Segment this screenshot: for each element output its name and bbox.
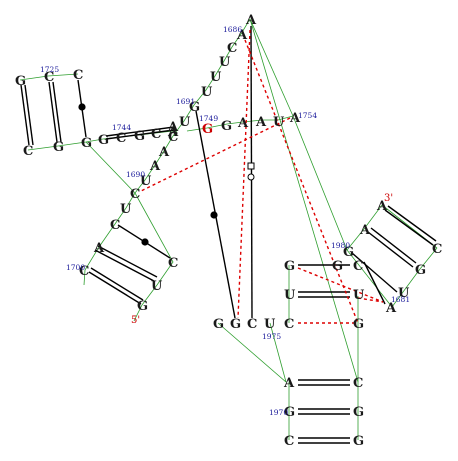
nucleotide: C <box>168 256 178 271</box>
residue-number: 1700 <box>66 263 85 272</box>
residue-number: 1725 <box>40 65 59 74</box>
nucleotide: G <box>415 263 426 278</box>
wobble-dot-icon <box>141 238 149 246</box>
wobble-dot-icon <box>210 211 218 219</box>
pair-markers <box>78 103 255 246</box>
nucleotide: U <box>120 202 132 217</box>
nucleotide: G <box>98 133 109 148</box>
strand-ends: 3' 5' <box>131 193 393 326</box>
nucleotide: C <box>130 187 140 202</box>
nucleotide: A <box>255 115 267 130</box>
residue-number: 1690 <box>126 170 145 179</box>
residue-number: 1975 <box>262 332 281 341</box>
nucleotide: U <box>179 115 191 130</box>
nucleotide: U <box>264 317 276 332</box>
residue-numbers: 1686 1691 1749 1754 1725 1744 1690 1700 … <box>40 25 410 417</box>
nucleotide: U <box>140 174 152 189</box>
nucleotide: A <box>93 241 105 256</box>
residue-number: 1681 <box>391 295 410 304</box>
nucleotide: A <box>236 28 248 43</box>
nucleotide: A <box>283 376 295 391</box>
nucleotide: C <box>353 259 363 274</box>
nucleotide: A <box>385 301 397 316</box>
nucleotide: C <box>79 264 89 279</box>
nucleotide: U <box>284 288 296 303</box>
nucleotide: G <box>284 259 295 274</box>
three-prime-end-label: 3' <box>384 193 393 204</box>
nucleotide: C <box>284 434 294 449</box>
nucleotide-highlighted: G <box>202 122 213 137</box>
nucleotide: G <box>134 129 145 144</box>
noncanonical-box-icon <box>247 162 255 170</box>
nucleotide: A <box>376 199 388 214</box>
base-pair-lines <box>20 25 437 444</box>
tertiary-interactions <box>140 29 384 324</box>
residue-number: 1970 <box>269 408 288 417</box>
nucleotide: C <box>23 144 33 159</box>
nucleotide-letters: A A C U U U G U C A A U C U C A C C U G … <box>15 13 442 449</box>
nucleotide: A <box>359 223 371 238</box>
nucleotide: A <box>237 116 249 131</box>
nucleotide: C <box>432 242 442 257</box>
nucleotide: C <box>353 376 363 391</box>
nucleotide: A <box>149 159 161 174</box>
nucleotide: G <box>353 317 364 332</box>
nucleotide: C <box>151 127 161 142</box>
nucleotide: C <box>44 70 54 85</box>
nucleotide: G <box>81 136 92 151</box>
nucleotide: G <box>213 317 224 332</box>
nucleotide: G <box>230 317 241 332</box>
nucleotide: U <box>201 85 213 100</box>
nucleotide: U <box>398 286 410 301</box>
nucleotide: G <box>189 100 200 115</box>
nucleotide: G <box>221 119 232 134</box>
nucleotide: G <box>353 405 364 420</box>
nucleotide: C <box>110 218 120 233</box>
nucleotide: U <box>273 115 285 130</box>
nucleotide: G <box>353 434 364 449</box>
nucleotide: A <box>245 13 257 28</box>
nucleotide: C <box>284 317 294 332</box>
nucleotide: A <box>167 120 179 135</box>
nucleotide: G <box>53 140 64 155</box>
residue-number: 1686 <box>223 25 242 34</box>
residue-number: 1980 <box>331 241 350 250</box>
nucleotide: G <box>332 259 343 274</box>
noncanonical-circle-icon <box>247 173 255 181</box>
nucleotide: A <box>158 145 170 160</box>
nucleotide: U <box>353 288 365 303</box>
nucleotide: C <box>73 68 83 83</box>
nucleotide: C <box>247 317 257 332</box>
residue-number: 1754 <box>298 111 317 120</box>
five-prime-end-label: 5' <box>131 315 140 326</box>
nucleotide: U <box>210 70 222 85</box>
nucleotide: C <box>168 130 178 145</box>
nucleotide: G <box>15 74 26 89</box>
nucleotide: G <box>343 245 354 260</box>
residue-number: 1744 <box>112 123 131 132</box>
wobble-dot-icon <box>78 103 86 111</box>
nucleotide: A <box>167 125 179 140</box>
residue-number: 1691 <box>176 97 195 106</box>
nucleotide: U <box>219 55 231 70</box>
nucleotide: U <box>151 279 163 294</box>
nucleotide: C <box>227 41 237 56</box>
residue-number: 1749 <box>199 114 218 123</box>
nucleotide: A <box>289 111 301 126</box>
nucleotide: C <box>116 131 126 146</box>
nucleotide: G <box>284 405 295 420</box>
nucleotide: G <box>137 299 148 314</box>
